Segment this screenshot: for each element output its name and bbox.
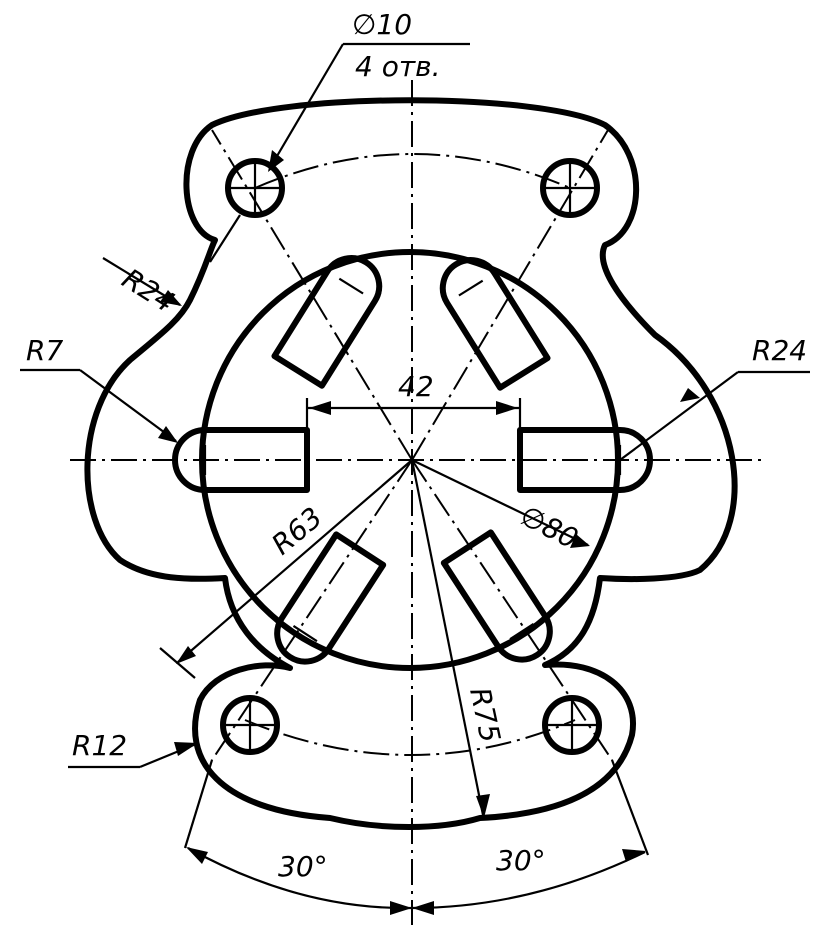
angle-left-label: 30° [278,850,328,883]
slot-lower-right [440,529,553,663]
centerline-upper-right [411,129,609,461]
r24-left-leader [102,257,182,306]
r12-label: R12 [72,729,127,762]
centerline-lower-left [211,459,413,761]
hole-diameter-label: ∅10 [352,8,412,41]
r7-label: R7 [26,334,63,367]
slot-lower-left [274,531,387,665]
slot-span-label: 42 [398,370,434,403]
slot-upper-left [271,255,383,389]
r24-right-label: R24 [752,334,807,367]
central-disc [199,249,621,671]
slot-span-dimension [305,398,522,430]
r75-label: R75 [463,685,507,746]
centerline-upper-left [211,129,413,461]
slot-upper-right [439,257,551,391]
hole-count-label: 4 отв. [355,50,441,83]
r24-right-leader [619,370,810,461]
r63-leader [159,459,413,679]
r7-leader [20,368,178,443]
top-hole-arc [254,153,571,189]
r75-leader [410,459,490,818]
angle-right-label: 30° [496,844,546,877]
bottom-hole-arc [244,719,576,756]
hole-crosshairs [223,161,599,752]
angle-dimension [183,759,650,915]
r24-left-label: R24 [116,262,180,319]
disc-diameter-leader [411,459,590,548]
r63-label: R63 [265,501,328,562]
hole-callout [209,42,470,263]
outer-contour [84,97,738,830]
slot-left [172,427,310,493]
slot-right [517,427,653,493]
centerline-lower-right [411,459,613,761]
r12-leader [68,742,198,769]
